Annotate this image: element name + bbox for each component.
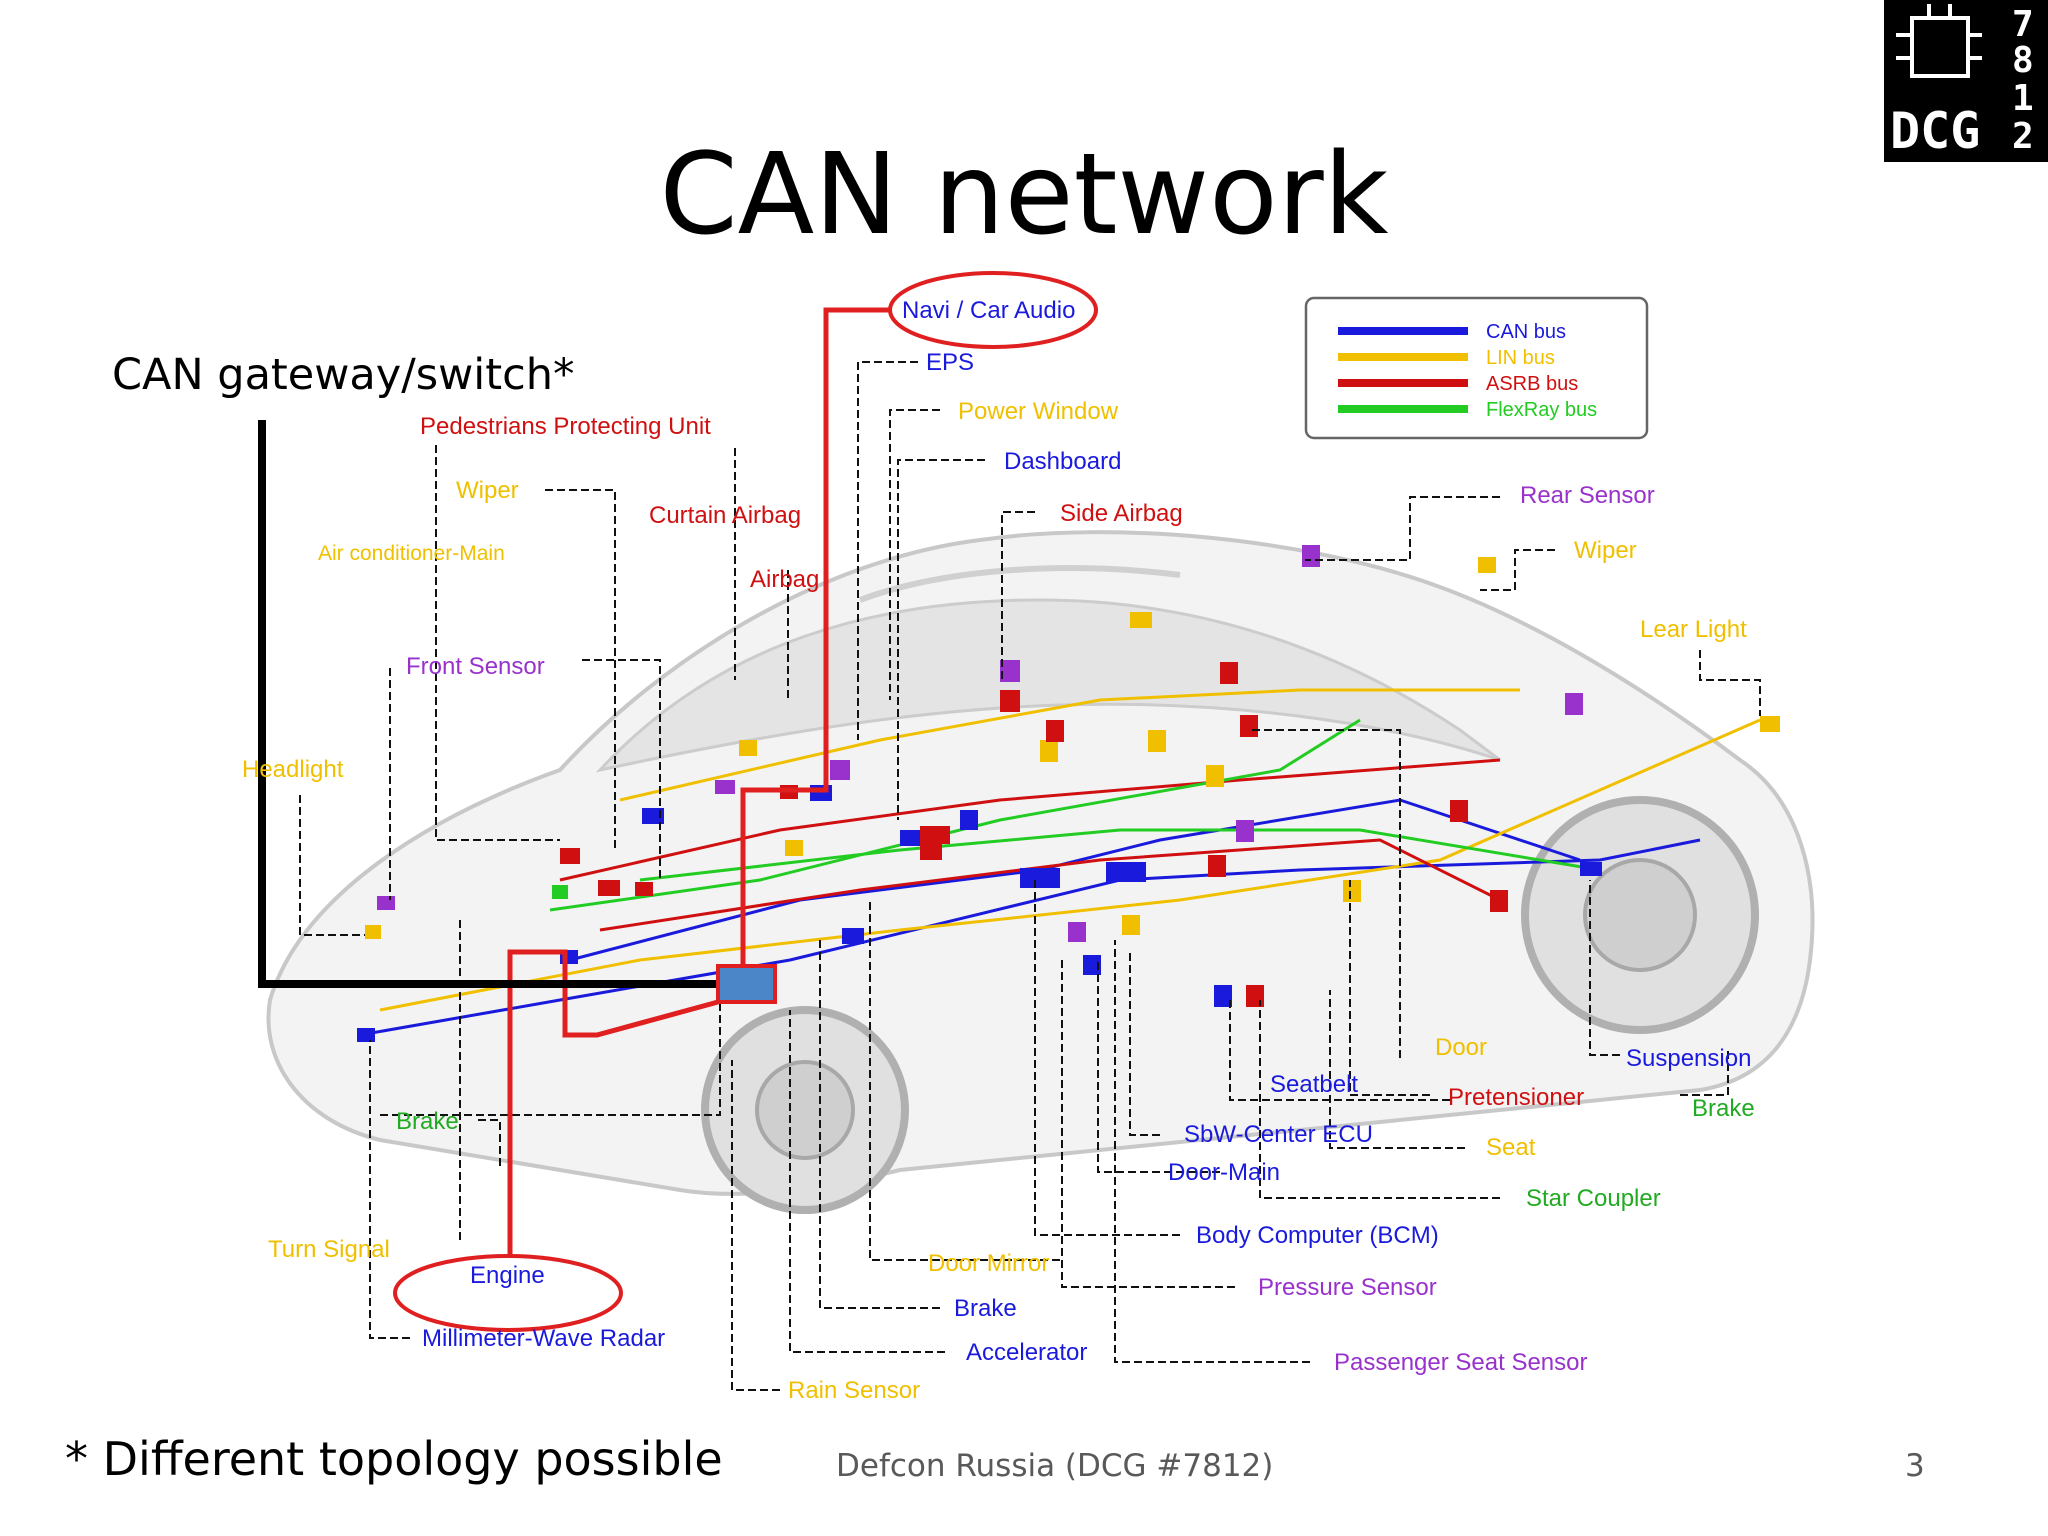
dcg-logo-graphic: DCG 7 8 1 2: [1890, 4, 2034, 160]
dcg-logo: DCG 7 8 1 2: [1884, 0, 2048, 162]
label-pretensioner: Pretensioner: [1448, 1084, 1584, 1111]
label-power-window: Power Window: [958, 398, 1119, 425]
navi-highlight-ellipse: [888, 271, 1098, 349]
label-body-computer-bcm: Body Computer (BCM): [1196, 1222, 1439, 1249]
leader-lines: [299, 361, 1761, 1391]
label-wiper-rear: Wiper: [1574, 537, 1637, 564]
gateway-highlight-paths: [507, 307, 890, 1258]
gateway-pointer-line: [258, 420, 718, 988]
dcg-logo-text: DCG: [1890, 102, 1980, 160]
label-pedestrians-protecting-unit: Pedestrians Protecting Unit: [420, 413, 711, 440]
label-air-conditioner-main: Air conditioner-Main: [318, 542, 505, 565]
label-rear-sensor: Rear Sensor: [1520, 482, 1655, 509]
label-dashboard: Dashboard: [1004, 448, 1121, 475]
label-turn-signal: Turn Signal: [268, 1236, 390, 1263]
label-engine: Engine: [470, 1262, 545, 1289]
legend-label-can: CAN bus: [1486, 321, 1566, 343]
legend-label-asrb: ASRB bus: [1486, 373, 1578, 395]
label-accelerator: Accelerator: [966, 1339, 1087, 1366]
label-rain-sensor: Rain Sensor: [788, 1377, 920, 1404]
slide-title: CAN network: [659, 130, 1389, 260]
label-pressure-sensor: Pressure Sensor: [1258, 1274, 1437, 1301]
label-star-coupler: Star Coupler: [1526, 1185, 1661, 1212]
footer-text: Defcon Russia (DCG #7812): [836, 1448, 1274, 1484]
ecu-modules: [357, 545, 1780, 1042]
label-passenger-seat-sensor: Passenger Seat Sensor: [1334, 1349, 1588, 1376]
label-sbw-center-ecu: SbW-Center ECU: [1184, 1121, 1373, 1148]
label-door-mirror: Door Mirror: [928, 1250, 1049, 1277]
dcg-logo-digit-7: 7: [2012, 4, 2034, 45]
label-seatbelt: Seatbelt: [1270, 1071, 1358, 1098]
page-number: 3: [1905, 1448, 1925, 1484]
label-suspension: Suspension: [1626, 1045, 1751, 1072]
label-side-airbag: Side Airbag: [1060, 500, 1183, 527]
label-curtain-airbag: Curtain Airbag: [649, 502, 801, 529]
label-door: Door: [1435, 1034, 1487, 1061]
label-door-main: Door-Main: [1168, 1159, 1280, 1186]
dcg-logo-digit-1: 1: [2012, 78, 2034, 119]
label-front-sensor: Front Sensor: [406, 653, 545, 680]
component-labels: Navi / Car Audio EPS Power Window Dashbo…: [242, 297, 1755, 1404]
label-brake-front: Brake: [396, 1108, 459, 1135]
label-seat: Seat: [1486, 1134, 1536, 1161]
dcg-logo-digit-2: 2: [2012, 116, 2034, 157]
can-gateway-box: [716, 964, 777, 1004]
label-brake-rear: Brake: [1692, 1095, 1755, 1122]
gateway-note: CAN gateway/switch*: [112, 350, 575, 400]
legend-label-lin: LIN bus: [1486, 347, 1555, 369]
dcg-logo-digit-8: 8: [2012, 40, 2034, 81]
label-millimeter-wave-radar: Millimeter-Wave Radar: [422, 1325, 665, 1352]
bus-wiring: [359, 688, 1761, 1037]
label-wiper-front: Wiper: [456, 477, 519, 504]
label-airbag: Airbag: [750, 566, 819, 593]
label-brake-center: Brake: [954, 1295, 1017, 1322]
label-navi-car-audio: Navi / Car Audio: [902, 297, 1075, 324]
topology-note: * Different topology possible: [65, 1432, 723, 1486]
legend-label-flexray: FlexRay bus: [1486, 399, 1597, 421]
label-eps: EPS: [926, 349, 974, 376]
engine-highlight-ellipse: [393, 1254, 623, 1332]
bus-legend: CAN bus LIN bus ASRB bus FlexRay bus: [1304, 296, 1649, 440]
label-lear-light: Lear Light: [1640, 616, 1747, 643]
label-headlight: Headlight: [242, 756, 344, 783]
